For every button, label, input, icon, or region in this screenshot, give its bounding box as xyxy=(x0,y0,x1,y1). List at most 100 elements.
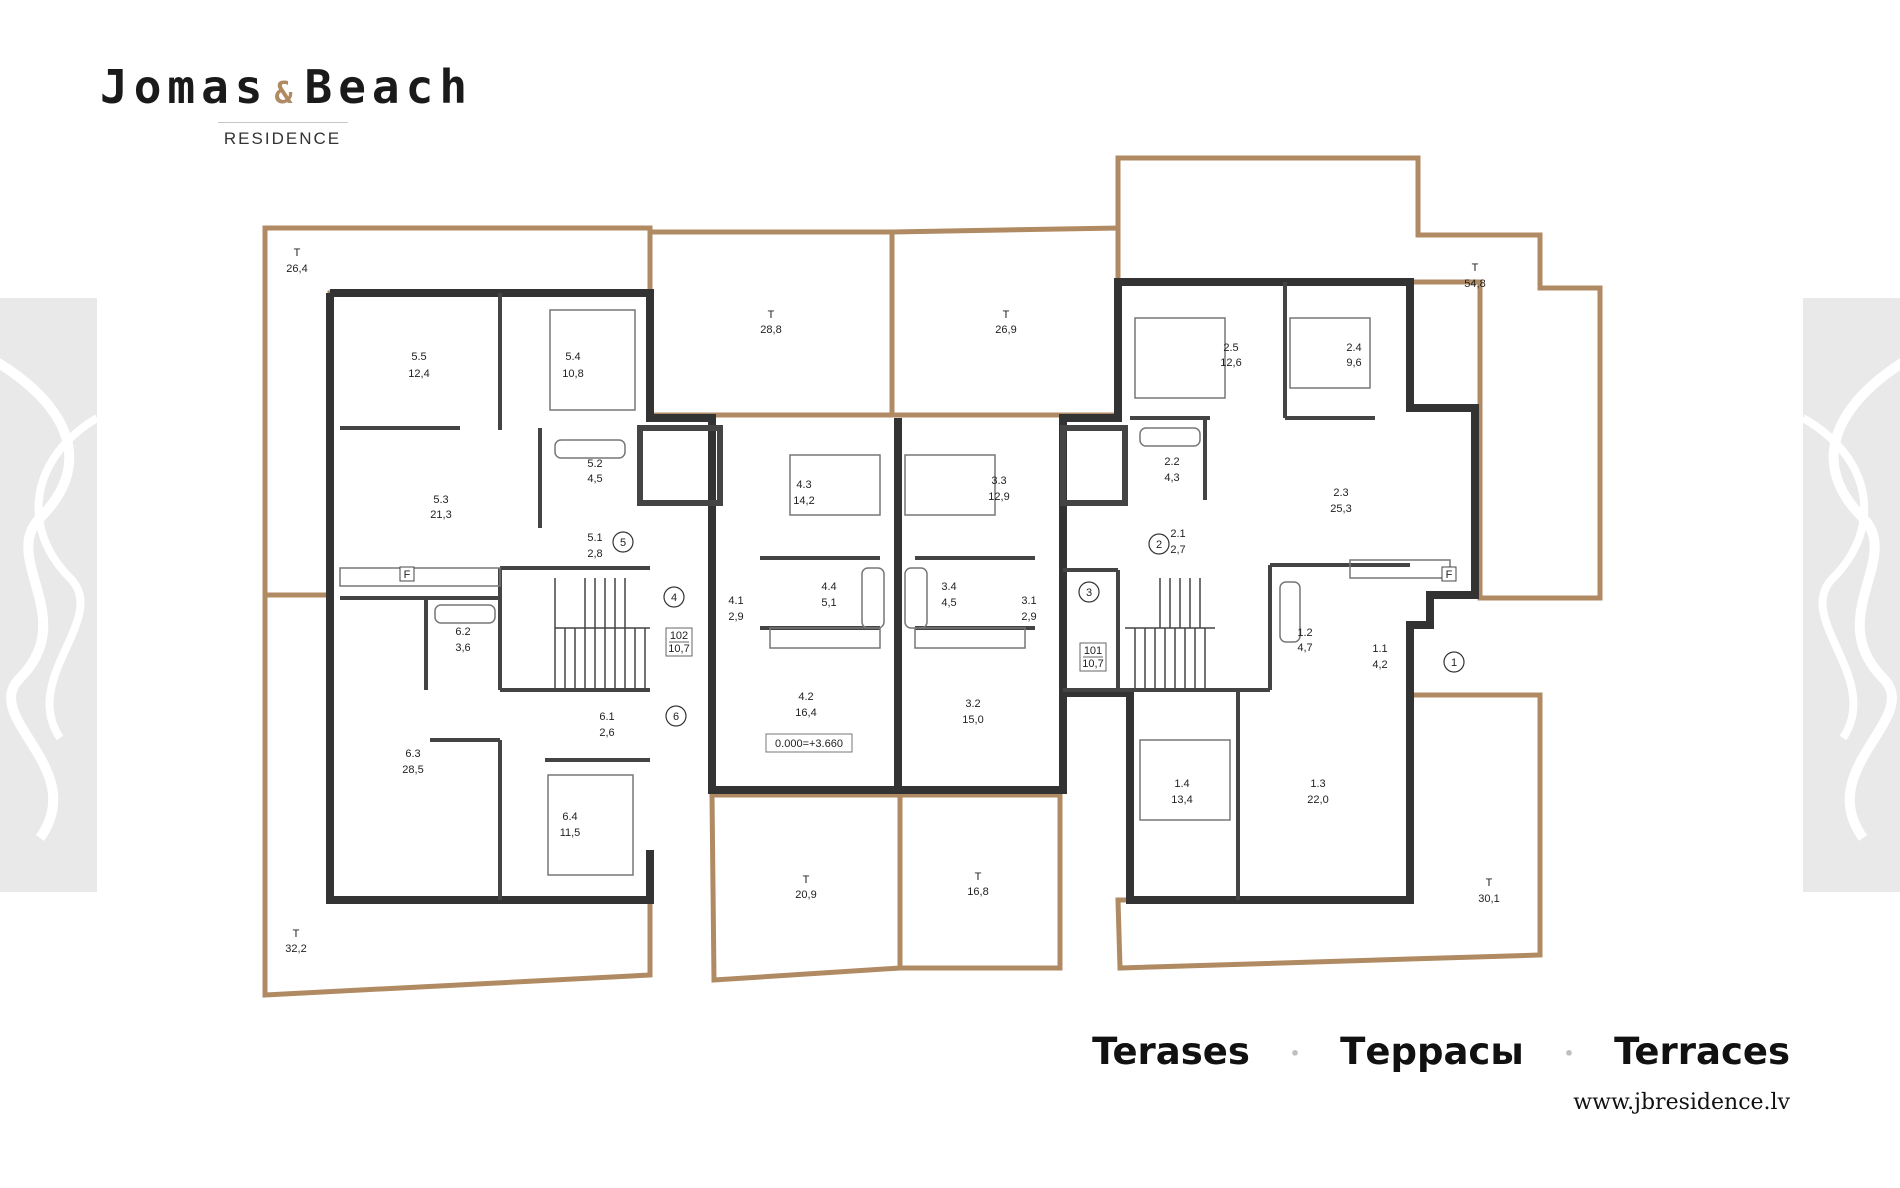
room-id: 5.3 xyxy=(433,494,448,506)
room-area: 21,3 xyxy=(430,509,451,521)
apartment-marker-3 xyxy=(1078,581,1100,603)
terrace-labels: T26,4 T28,8 T26,9 T54,8 T32,2 T20,9 T16,… xyxy=(285,247,1499,955)
bed-3-3 xyxy=(904,454,996,516)
stair-id: 102 xyxy=(670,630,688,642)
room-id: 3.3 xyxy=(991,475,1006,487)
room-area: 2,6 xyxy=(599,727,614,739)
bathtub-2-2 xyxy=(1139,427,1201,447)
room-id: 2.4 xyxy=(1346,342,1361,354)
room-area: 28,5 xyxy=(402,764,423,776)
terrace-outline-6 xyxy=(709,792,903,983)
apartment-marker-labels: 1 2 3 4 5 6 xyxy=(620,537,1457,723)
bed-5-4 xyxy=(549,309,636,411)
room-area: 2,7 xyxy=(1170,544,1185,556)
room-id: 2.1 xyxy=(1170,528,1185,540)
terrace-label-t: T xyxy=(768,309,775,321)
room-area: 4,7 xyxy=(1297,642,1312,654)
room-area: 4,5 xyxy=(941,597,956,609)
brand-divider xyxy=(217,122,348,123)
room-area: 4,2 xyxy=(1372,659,1387,671)
room-area: 2,9 xyxy=(1021,611,1036,623)
kitchen-4-2 xyxy=(769,627,881,649)
room-id: 5.1 xyxy=(587,532,602,544)
terrace-label-t: T xyxy=(803,874,810,886)
left-ornament-pattern xyxy=(0,358,97,841)
fridge-box-left xyxy=(399,566,415,582)
apartment-marker-4 xyxy=(663,586,685,608)
room-id: 2.2 xyxy=(1164,456,1179,468)
room-area: 15,0 xyxy=(962,714,983,726)
elevator-shaft-right xyxy=(1060,425,1128,506)
stair-id: 101 xyxy=(1084,645,1102,657)
apartment-marker-6 xyxy=(665,705,687,727)
outer-wall-main xyxy=(330,278,1479,904)
room-area: 3,6 xyxy=(455,642,470,654)
interior-walls xyxy=(340,282,1410,900)
brand-logo: Jomas&Beach RESIDENCE xyxy=(100,60,467,149)
title-latvian: Terases xyxy=(1092,1030,1250,1073)
room-area: 13,4 xyxy=(1171,794,1192,806)
building-walls xyxy=(326,278,1479,904)
room-id: 6.4 xyxy=(562,811,577,823)
terrace-label-t: T xyxy=(1003,309,1010,321)
right-ornament-panel xyxy=(1803,298,1900,892)
bed-4-3 xyxy=(789,454,881,516)
fridge-mark: F xyxy=(404,569,411,581)
kitchen-3-2 xyxy=(914,627,1026,649)
terrace-label-t: T xyxy=(1472,262,1479,274)
room-id: 2.3 xyxy=(1333,487,1348,499)
apartment-number: 2 xyxy=(1156,539,1162,551)
stair-area: 10,7 xyxy=(1082,658,1103,670)
room-id: 6.2 xyxy=(455,626,470,638)
apartment-number: 1 xyxy=(1451,657,1457,669)
terrace-outline-7 xyxy=(897,792,1063,971)
room-id: 4.4 xyxy=(821,581,836,593)
apartment-number: 6 xyxy=(673,711,679,723)
room-id: 3.2 xyxy=(965,698,980,710)
staircase-102 xyxy=(554,578,650,690)
apartment-markers xyxy=(612,531,1465,727)
room-id: 2.5 xyxy=(1223,342,1238,354)
room-area: 16,4 xyxy=(795,707,816,719)
room-area: 4,5 xyxy=(587,473,602,485)
terrace-label-t: T xyxy=(293,928,300,940)
room-id: 6.3 xyxy=(405,748,420,760)
room-area: 12,6 xyxy=(1220,357,1241,369)
brand-name-left: Jomas xyxy=(100,60,269,114)
brand-subtitle: RESIDENCE xyxy=(223,129,342,148)
bed-6-4 xyxy=(547,774,634,876)
room-id: 4.3 xyxy=(796,479,811,491)
terrace-area: 28,8 xyxy=(760,324,781,336)
room-id: 4.1 xyxy=(728,595,743,607)
bed-2-5 xyxy=(1134,317,1226,399)
brand-name: Jomas&Beach xyxy=(100,60,467,114)
room-area: 11,5 xyxy=(560,827,581,839)
fixtures xyxy=(339,309,1451,876)
apartment-number: 4 xyxy=(671,592,677,604)
terrace-label-t: T xyxy=(975,871,982,883)
bed-2-4 xyxy=(1289,317,1371,389)
apartment-marker-2 xyxy=(1148,533,1170,555)
bathtub-6-2 xyxy=(434,604,496,624)
terrace-area: 26,4 xyxy=(286,263,307,275)
terrace-outline-8 xyxy=(1115,692,1543,971)
stair-labels: 102 10,7 101 10,7 xyxy=(665,627,1107,672)
room-id: 3.1 xyxy=(1021,595,1036,607)
bed-1-4 xyxy=(1139,739,1231,821)
room-id: 5.5 xyxy=(411,351,426,363)
apartment-marker-1 xyxy=(1443,651,1465,673)
room-id: 5.4 xyxy=(565,351,580,363)
bathtub-1-2 xyxy=(1279,581,1301,643)
room-id: 1.2 xyxy=(1297,627,1312,639)
staircase-101 xyxy=(1125,578,1215,690)
brand-name-right: Beach xyxy=(304,60,474,114)
terrace-outline-5 xyxy=(262,592,653,998)
room-area: 12,4 xyxy=(408,368,429,380)
bathtub-4-4 xyxy=(861,567,885,629)
terrace-area: 20,9 xyxy=(795,889,816,901)
title-english: Terraces xyxy=(1614,1030,1790,1073)
room-id: 1.1 xyxy=(1372,643,1387,655)
stair-area: 10,7 xyxy=(668,643,689,655)
apartment-number: 5 xyxy=(620,537,626,549)
